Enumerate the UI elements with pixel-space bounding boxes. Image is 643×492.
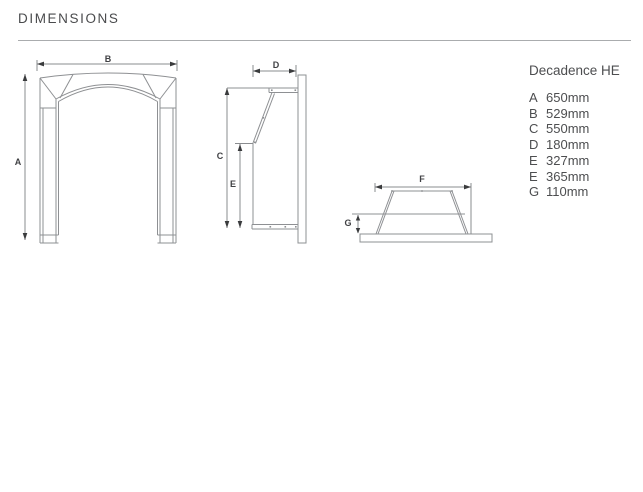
page-title: DIMENSIONS bbox=[18, 11, 120, 26]
spec-row-c: C 550mm bbox=[529, 121, 641, 137]
dim-label-d: D bbox=[273, 60, 280, 70]
front-view-diagram: B A bbox=[15, 54, 178, 244]
spec-panel: Decadence HE A 650mm B 529mm C 550mm D 180mm… bbox=[529, 63, 641, 200]
dim-label-c: C bbox=[217, 151, 224, 161]
spec-value: 110mm bbox=[546, 184, 589, 200]
side-view-dimension-lines bbox=[226, 65, 297, 228]
spec-letter: E bbox=[529, 168, 538, 184]
spec-letter: B bbox=[529, 105, 538, 121]
spec-row-d: D 180mm bbox=[529, 137, 641, 153]
side-view-dimension-arrows bbox=[224, 68, 296, 228]
spec-value: 550mm bbox=[546, 121, 590, 137]
side-view-outline bbox=[227, 74, 307, 244]
front-view-outline bbox=[39, 72, 177, 244]
dim-label-e: E bbox=[230, 179, 236, 189]
spec-letter: D bbox=[529, 137, 539, 153]
spec-row-b: B 529mm bbox=[529, 106, 641, 122]
front-view-dimension-lines bbox=[24, 60, 178, 240]
dim-label-g: G bbox=[344, 218, 351, 228]
plan-view-dimension-arrows bbox=[355, 184, 471, 234]
spec-value: 529mm bbox=[546, 105, 590, 121]
spec-row-e1: E 327mm bbox=[529, 153, 641, 169]
divider-line bbox=[18, 40, 631, 41]
plan-view-outline bbox=[352, 190, 493, 243]
dim-label-a: A bbox=[15, 157, 22, 167]
product-name: Decadence HE bbox=[529, 63, 620, 78]
spec-value: 365mm bbox=[546, 168, 590, 184]
spec-value: 180mm bbox=[546, 137, 590, 153]
dim-label-f: F bbox=[419, 174, 425, 184]
spec-letter: G bbox=[529, 184, 540, 200]
spec-value: 327mm bbox=[546, 152, 590, 168]
side-view-diagram: D C E bbox=[217, 60, 307, 244]
spec-letter: A bbox=[529, 90, 538, 105]
spec-value: 650mm bbox=[546, 90, 590, 105]
spec-letter: C bbox=[529, 121, 539, 137]
front-view-dimension-arrows bbox=[22, 61, 177, 240]
plan-view-diagram: F G bbox=[344, 174, 493, 243]
spec-row-a: A 650mm bbox=[529, 90, 641, 106]
spec-row-g: G 110mm bbox=[529, 184, 641, 200]
spec-letter: E bbox=[529, 152, 538, 168]
spec-row-e2: E 365mm bbox=[529, 169, 641, 185]
dim-label-b: B bbox=[105, 54, 112, 64]
